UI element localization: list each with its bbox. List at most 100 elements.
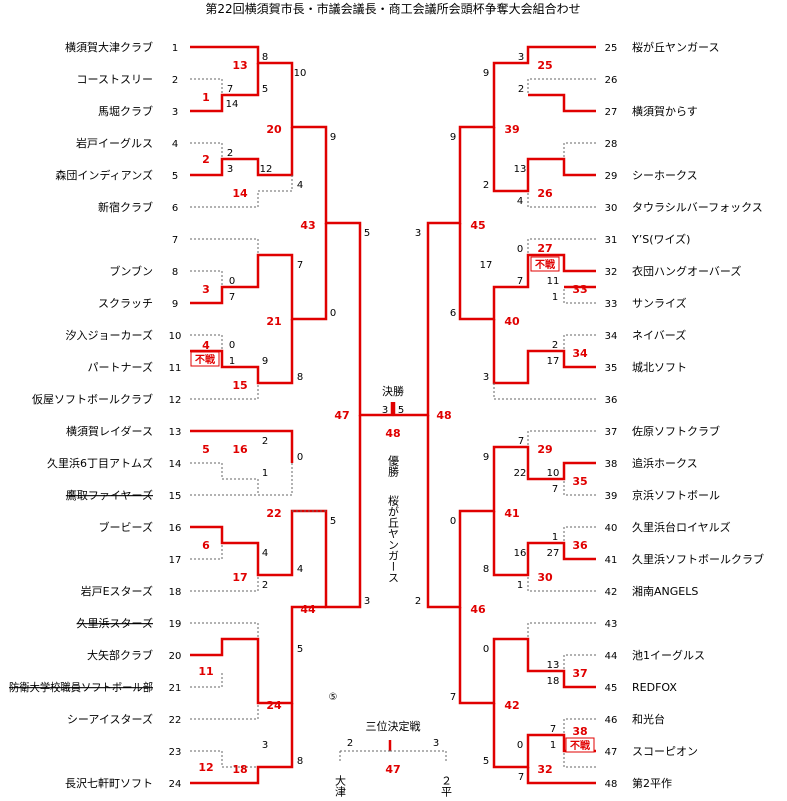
- team-number: 2: [172, 75, 178, 86]
- bracket-line: [190, 703, 259, 720]
- team-name: 大矢部クラブ: [87, 648, 153, 662]
- team-name: シーアイスターズ: [67, 712, 153, 726]
- bracket-line: [190, 175, 293, 208]
- score: 7: [229, 292, 235, 303]
- team-name: 京浜ソフトボール: [632, 488, 720, 502]
- bracket-line: [190, 78, 223, 95]
- forfeit-markers: 不戦 不戦 不戦: [190, 256, 595, 753]
- score: 5: [398, 405, 404, 416]
- score: 4: [517, 196, 523, 207]
- team-number: 46: [605, 715, 618, 726]
- team-number: 37: [605, 427, 618, 438]
- team-name: 岩戸Eスターズ: [81, 584, 153, 598]
- page-title: 第22回横須賀市長・市議会議長・商工会議所会頭杯争奪大会組合わせ: [205, 1, 580, 16]
- bracket-line: [527, 575, 596, 592]
- bracket-line: [190, 45, 394, 417]
- team-number: 31: [605, 235, 618, 246]
- bracket-line: [563, 334, 596, 351]
- final-block: 決勝 48 優勝 桜が丘ヤンガース: [382, 384, 404, 583]
- team-name: 第2平作: [632, 776, 672, 790]
- team-number: 35: [605, 363, 618, 374]
- bracket-line: [190, 462, 293, 496]
- team-name: 湘南ANGELS: [632, 584, 698, 598]
- team-number: 34: [605, 331, 618, 342]
- score: 5: [364, 228, 370, 239]
- bracket-line: [190, 575, 259, 592]
- bracket-line: [527, 78, 596, 95]
- score: 8: [483, 564, 489, 575]
- team-number: 17: [169, 555, 182, 566]
- team-name: 新宿クラブ: [98, 200, 153, 214]
- team-number: 4: [172, 139, 178, 150]
- team-name: コーストスリー: [77, 73, 153, 86]
- team-number: 19: [169, 619, 182, 630]
- game-number: 48: [436, 409, 451, 422]
- score: 0: [483, 644, 489, 655]
- score: 2: [347, 738, 353, 749]
- bracket-line: [190, 605, 326, 705]
- team-number: 1: [172, 43, 178, 54]
- score: 2: [262, 580, 268, 591]
- score: 2: [552, 340, 558, 351]
- forfeit-box: [565, 737, 595, 753]
- game-number: 38: [572, 725, 587, 738]
- team-number: 11: [169, 363, 182, 374]
- team-name: 久里浜6丁目アトムズ: [47, 456, 153, 470]
- game-number: 32: [537, 763, 552, 776]
- score: 10: [547, 468, 560, 479]
- bracket-line: [458, 223, 596, 321]
- team-name: 鷹取ファイヤーズ: [66, 488, 153, 502]
- game-number: 29: [537, 443, 552, 456]
- team-number: 47: [605, 747, 618, 758]
- score: 2: [227, 148, 233, 159]
- team-number: 43: [605, 619, 618, 630]
- game-number: 27: [537, 242, 552, 255]
- game-number: 30: [537, 571, 553, 584]
- game-number: 40: [504, 315, 520, 328]
- game-number: 25: [537, 59, 552, 72]
- team-number: 29: [605, 171, 618, 182]
- score: 9: [330, 132, 336, 143]
- bracket-line: [190, 750, 258, 768]
- score: 3: [227, 164, 233, 175]
- team-number: 26: [605, 75, 618, 86]
- game-number: 36: [572, 539, 588, 552]
- score: 7: [227, 84, 233, 95]
- score: 7: [550, 724, 556, 735]
- team-name: 横須賀レイダース: [66, 424, 153, 438]
- score: 0: [297, 452, 303, 463]
- score: 18: [547, 676, 560, 687]
- team-number: 21: [169, 683, 182, 694]
- score: 9: [483, 68, 489, 79]
- team-name: 防衛大学校職員ソフトボール部: [9, 680, 153, 694]
- final-label: 決勝: [382, 384, 404, 398]
- team-name: タウラシルバーフォックス: [632, 201, 763, 214]
- game-number: 41: [504, 507, 519, 520]
- game-number: 45: [470, 219, 485, 232]
- bracket-line: [190, 383, 259, 400]
- game-number: 15: [232, 379, 247, 392]
- bracket-line: [492, 511, 596, 577]
- team-name: 仮屋ソフトボールクラブ: [32, 392, 153, 406]
- bracket-line: [190, 671, 223, 688]
- score: 0: [517, 244, 523, 255]
- team-name: 横須賀大津クラブ: [65, 40, 153, 54]
- game-number: 26: [537, 187, 553, 200]
- game-number: 47: [334, 409, 349, 422]
- score: 5: [330, 516, 336, 527]
- bracket-line: [190, 142, 223, 159]
- score: 3: [433, 738, 439, 749]
- score: 1: [517, 580, 523, 591]
- third-place-label: 三位決定戦: [366, 719, 421, 733]
- score: 2: [262, 436, 268, 447]
- team-number: 16: [169, 523, 182, 534]
- score: 0: [229, 276, 235, 287]
- bracket-line: [527, 430, 596, 447]
- forfeit-box: [530, 256, 560, 272]
- bracket-line: [527, 191, 596, 208]
- score: 5: [262, 84, 268, 95]
- team-number: 24: [169, 779, 182, 790]
- team-name: 桜が丘ヤンガース: [632, 40, 719, 54]
- bracket-line: [458, 607, 596, 705]
